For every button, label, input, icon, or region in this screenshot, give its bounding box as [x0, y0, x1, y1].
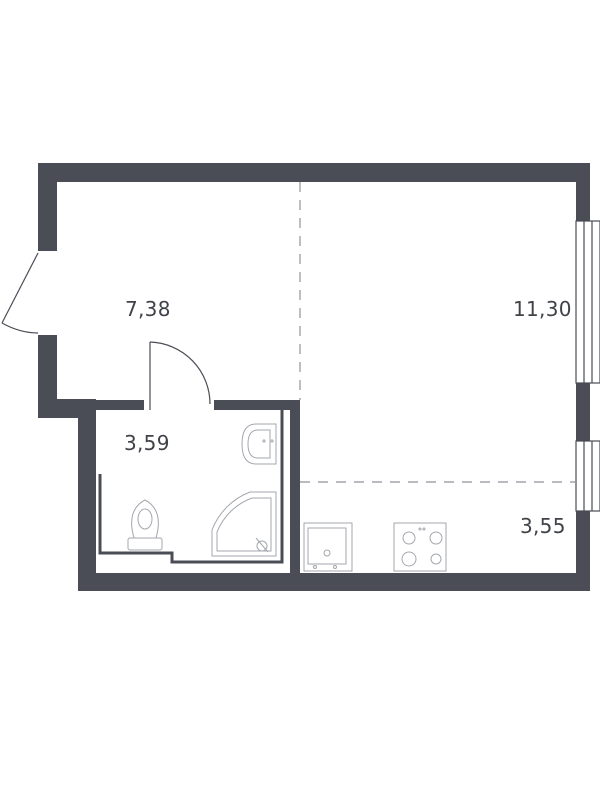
entrance-door	[1, 252, 39, 334]
bathroom-wall-top-left	[96, 400, 144, 410]
stove-icon	[393, 522, 447, 572]
outer-walls	[38, 163, 590, 591]
wall-left-bathroom	[78, 399, 96, 591]
wall-right-middle	[576, 383, 590, 441]
bathroom-wall-right	[290, 400, 300, 573]
area-label-kitchen: 3,55	[520, 514, 566, 538]
partitions	[96, 400, 300, 573]
wall-right-top	[576, 163, 590, 221]
window-kitchen	[575, 440, 600, 512]
wall-top	[38, 163, 590, 182]
wall-right-bottom	[576, 511, 590, 591]
sink-icon	[241, 423, 277, 465]
window-living	[575, 220, 600, 384]
shower-icon	[211, 491, 277, 557]
wall-left-lower	[38, 335, 57, 418]
bathroom-inner-outline	[98, 410, 284, 564]
wall-bottom	[78, 573, 590, 591]
bathroom-door	[149, 341, 211, 410]
bathroom-wall-top-right	[214, 400, 300, 410]
wall-left-upper	[38, 163, 57, 251]
area-label-bathroom: 3,59	[124, 431, 170, 455]
windows	[575, 220, 600, 512]
area-label-living: 11,30	[513, 297, 572, 321]
toilet-icon	[127, 499, 163, 551]
area-label-hallway: 7,38	[125, 297, 171, 321]
area-labels: 7,38 3,59 11,30 3,55	[124, 297, 572, 538]
zone-dividers	[299, 182, 576, 483]
kitchen-sink-icon	[303, 522, 353, 572]
